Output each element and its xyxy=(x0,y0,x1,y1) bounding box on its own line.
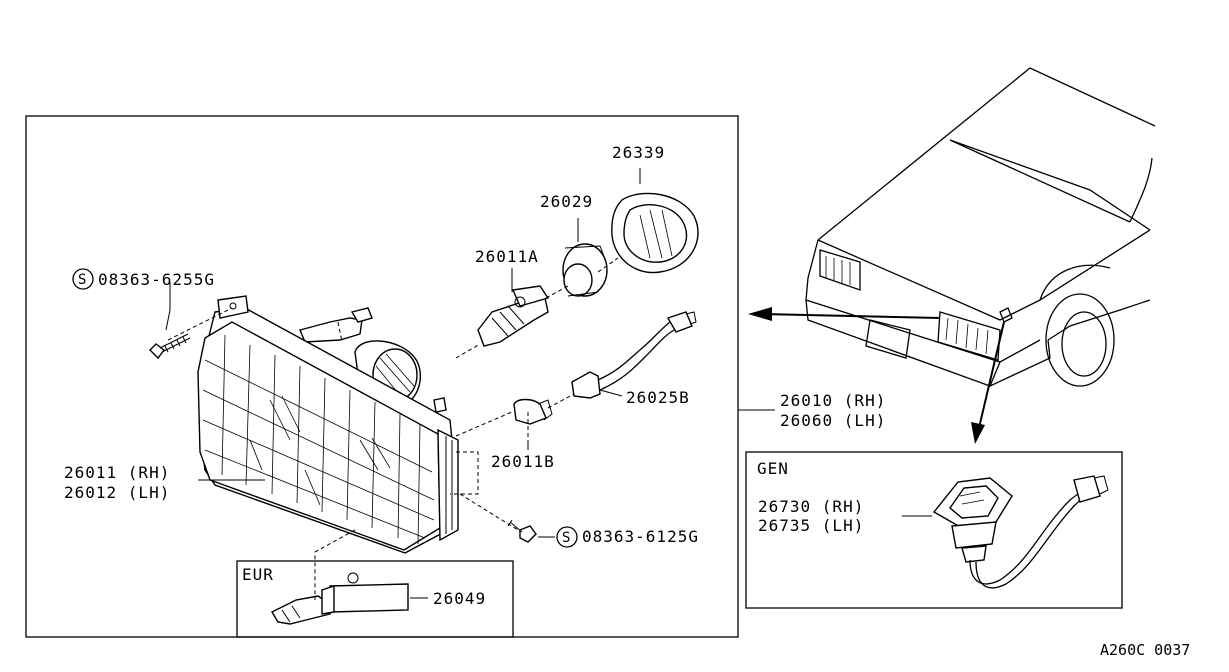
label-08363-6125G: 08363-6125G xyxy=(582,527,699,546)
eur-box xyxy=(236,560,514,638)
harness-26025B xyxy=(571,311,697,399)
arrows xyxy=(748,307,1005,444)
label-26010: 26010 (RH) xyxy=(780,391,886,410)
screw-bottom-label: S 08363-6125G xyxy=(556,526,699,548)
label-26011B: 26011B xyxy=(491,452,555,471)
screw-top xyxy=(149,333,191,360)
dashed-guides xyxy=(167,257,619,600)
side-marker-lamp xyxy=(932,475,1109,589)
leader-lines xyxy=(165,168,932,599)
eur-part-26049 xyxy=(271,572,409,625)
headlamp-assembly xyxy=(197,295,459,554)
label-26029: 26029 xyxy=(540,192,593,211)
screw-bottom xyxy=(507,519,537,543)
bulb-26011B xyxy=(513,398,553,425)
bulb-26011A xyxy=(477,285,550,347)
socket-26029 xyxy=(562,243,608,297)
label-26730: 26730 (RH) xyxy=(758,497,864,516)
s-circle-icon xyxy=(556,526,578,548)
screw-bottom-prefix: S xyxy=(562,530,570,546)
s-circle-icon xyxy=(72,268,94,290)
gen-box xyxy=(745,451,1123,609)
label-26011: 26011 (RH) xyxy=(64,463,170,482)
screw-top-prefix: S xyxy=(78,272,86,288)
car-front-view xyxy=(805,67,1156,387)
label-26049: 26049 xyxy=(433,589,486,608)
screw-top-label: S 08363-6255G xyxy=(72,268,215,290)
reference-code: A260C 0037 xyxy=(1100,641,1190,659)
cover-26339 xyxy=(611,192,699,274)
label-26025B: 26025B xyxy=(626,388,690,407)
label-26339: 26339 xyxy=(612,143,665,162)
label-26735: 26735 (LH) xyxy=(758,516,864,535)
label-26012: 26012 (LH) xyxy=(64,483,170,502)
label-08363-6255G: 08363-6255G xyxy=(98,270,215,289)
label-26011A: 26011A xyxy=(475,247,539,266)
gen-title: GEN xyxy=(757,459,789,478)
label-26060: 26060 (LH) xyxy=(780,411,886,430)
eur-title: EUR xyxy=(242,565,274,584)
